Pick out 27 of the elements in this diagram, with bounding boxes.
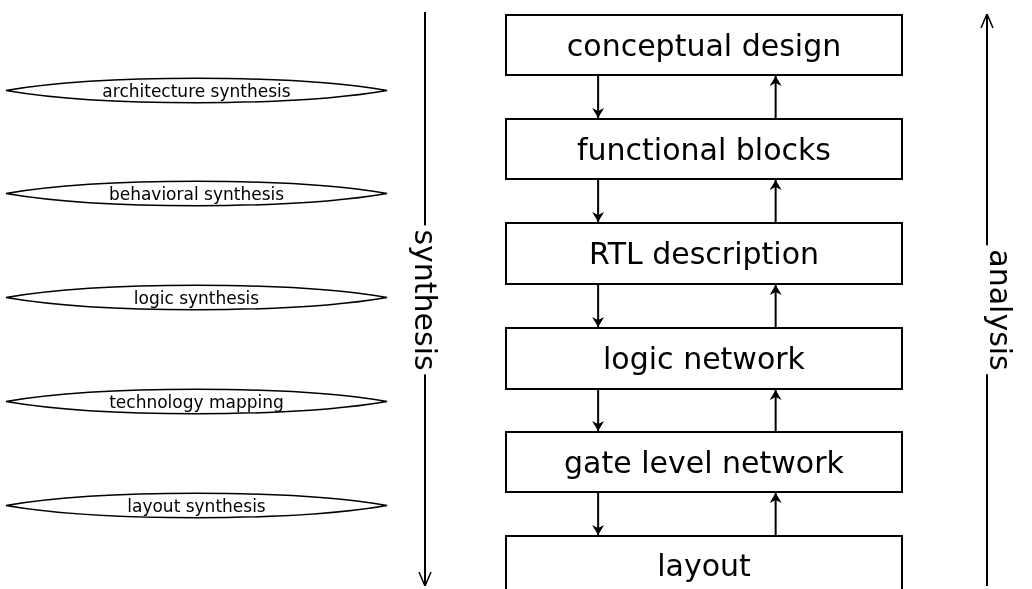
ellipse-label: architecture synthesis [102,80,291,101]
box-label: conceptual design [566,27,842,63]
box-label: logic network [603,341,805,376]
box-label: RTL description [588,236,819,271]
arrow [769,75,782,119]
arrow [769,284,782,328]
box-label: gate level network [564,444,844,480]
box-label: functional blocks [576,131,831,167]
process-box [505,14,903,76]
box-label: layout [657,547,751,583]
process-box [505,222,903,285]
process-box [505,535,903,589]
arrow [592,179,605,223]
process-box [505,431,903,493]
arrow [592,284,605,328]
arrow [592,389,605,432]
process-box [505,118,903,180]
arrow [769,389,782,432]
arrow [769,179,782,223]
arrow [592,492,605,536]
process-box [505,327,903,390]
ellipse-label: technology mapping [109,391,284,412]
arrow [592,75,605,119]
ellipse-label: layout synthesis [127,495,266,516]
ellipse-label: behavioral synthesis [108,183,285,204]
arrow [769,492,782,536]
ellipse-label: logic synthesis [133,287,260,308]
